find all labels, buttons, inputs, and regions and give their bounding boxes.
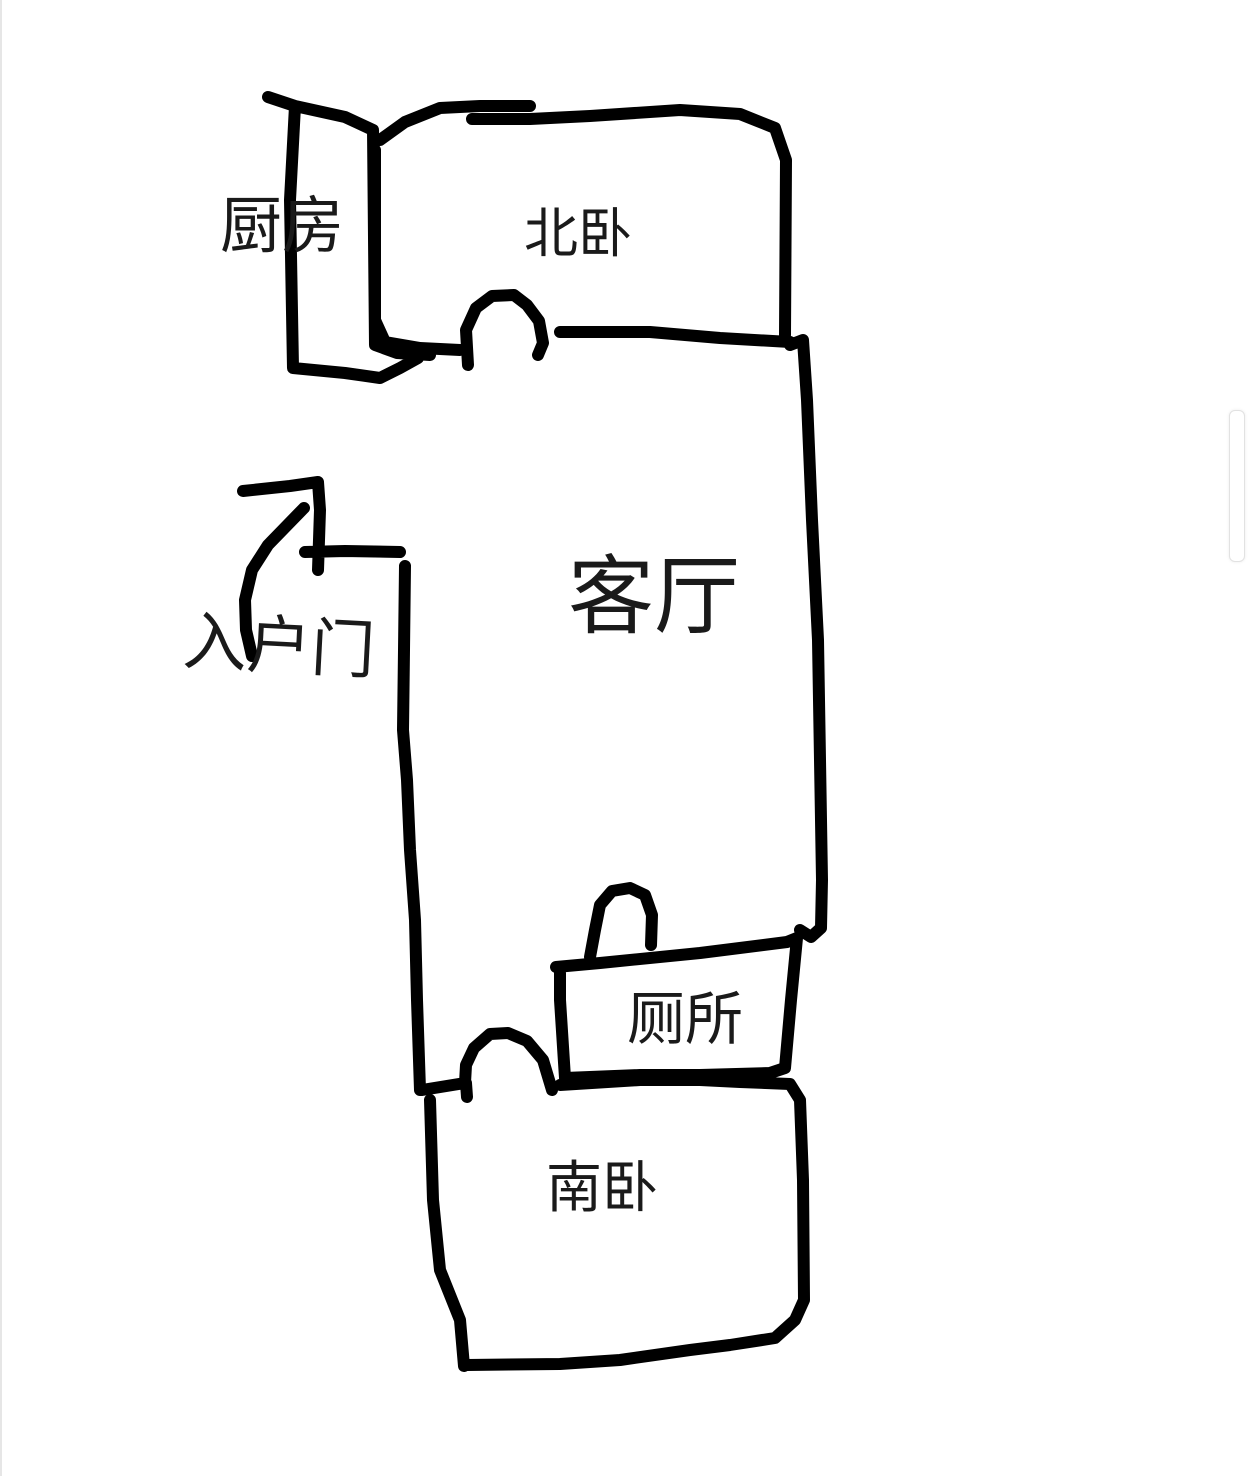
entrance-door-label: 入户门 — [181, 605, 377, 689]
south-bedroom-outline — [424, 1074, 810, 1372]
kitchen-outline — [262, 91, 436, 384]
entrance-door-symbol — [237, 476, 406, 662]
kitchen-label: 厨房 — [220, 189, 344, 262]
living-room-label: 客厅 — [568, 547, 740, 647]
living-room-right-wall — [784, 334, 828, 943]
toilet-outline — [550, 932, 803, 1084]
north-bedroom-door-arc — [460, 289, 549, 371]
page-edge — [0, 0, 2, 1476]
toilet-door-arc — [584, 882, 658, 963]
living-room-left-wall — [397, 560, 426, 1096]
south-bedroom-label: 南卧 — [546, 1156, 658, 1221]
north-bedroom-outline — [369, 100, 792, 356]
south-bedroom-door-arc — [416, 1027, 558, 1103]
north-bedroom-label: 北卧 — [524, 202, 632, 265]
scrollbar-handle[interactable] — [1229, 410, 1245, 562]
toilet-label: 厕所 — [627, 985, 743, 1053]
north-bedroom-bottom-wall — [554, 326, 796, 348]
